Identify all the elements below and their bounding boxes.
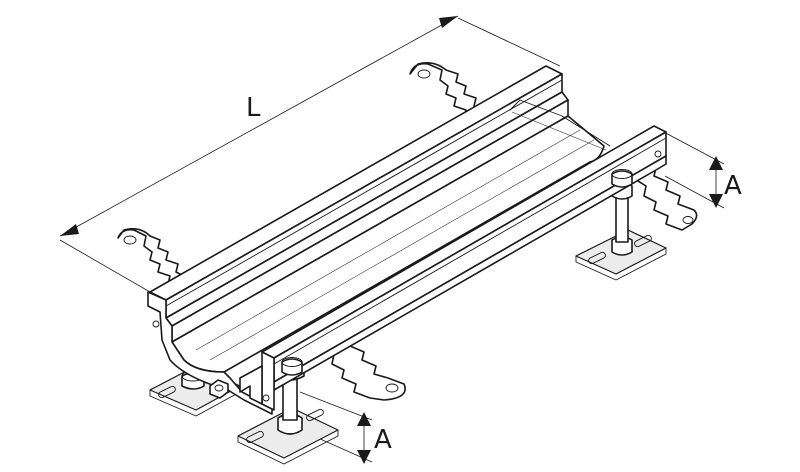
channel-front-rail <box>239 125 667 411</box>
length-arrow-start <box>60 224 79 236</box>
anchor-strap-right <box>629 161 698 231</box>
height-label-right: A <box>724 171 742 201</box>
channel-trough <box>171 99 611 373</box>
adjustment-bolt-front <box>281 357 303 376</box>
height-dimension-front: A <box>299 391 392 464</box>
adjustment-bolt-right <box>611 169 633 188</box>
height-arrow-up-right <box>709 156 723 170</box>
height-arrow-up-front <box>357 412 371 426</box>
length-dimension: L <box>59 15 561 293</box>
height-dimension-right: A <box>659 129 742 209</box>
side-nut-left <box>209 379 229 399</box>
length-label: L <box>246 93 261 123</box>
length-arrow-end <box>439 16 458 28</box>
channel-back-rail <box>149 65 569 343</box>
height-arrow-down-right <box>709 194 723 208</box>
height-label-front: A <box>374 425 392 455</box>
support-foot-front <box>237 357 339 465</box>
height-arrow-down-front <box>357 450 371 464</box>
